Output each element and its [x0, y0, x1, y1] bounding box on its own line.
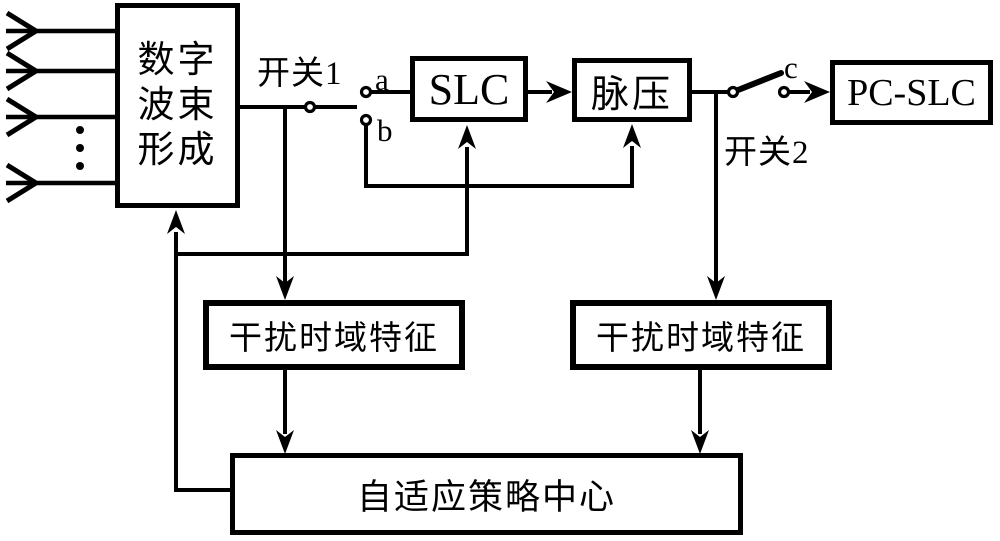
antenna-ellipsis-icon [76, 126, 84, 170]
arrow-into-center-left [276, 430, 294, 454]
feature-right-box: 干扰时域特征 [570, 300, 832, 370]
switch2-label: 开关2 [724, 135, 810, 171]
switch1-label: 开关1 [257, 56, 343, 92]
arrow-into-pcslc-head [804, 81, 830, 103]
beamforming-label: 数字 波束 形成 [138, 38, 218, 173]
slc-label: SLC [428, 64, 510, 114]
antenna-icon-1 [5, 10, 115, 52]
pulse-compression-box: 脉压 [572, 58, 692, 122]
switch2-contact-c-dot [777, 85, 791, 99]
antenna-icon-2 [5, 50, 115, 92]
wire-center-feedback-to-beamforming [174, 232, 230, 492]
switch2-blade [730, 70, 784, 95]
pc-slc-box: PC-SLC [830, 60, 993, 125]
feature-right-label: 干扰时域特征 [596, 321, 806, 357]
beamforming-label-line2: 波束 [137, 85, 218, 126]
arrow-into-beamforming-bottom [167, 210, 185, 234]
feature-left-box: 干扰时域特征 [203, 300, 465, 370]
switch1-contact-a-label: a [375, 62, 389, 97]
strategy-center-box: 自适应策略中心 [230, 453, 743, 535]
antenna-icon-3 [5, 96, 115, 138]
wire-contact-b-to-pulse [364, 120, 634, 188]
feature-left-label: 干扰时域特征 [229, 321, 439, 357]
antenna-icon-4 [5, 162, 115, 204]
slc-box: SLC [410, 56, 528, 122]
switch-contact-dots [303, 85, 791, 127]
wire-feedback-to-slc [176, 147, 469, 256]
switch1-contact-b-dot [359, 113, 373, 127]
arrow-into-feature-right-top [707, 276, 725, 300]
pulse-compression-label: 脉压 [590, 73, 673, 116]
strategy-center-label: 自适应策略中心 [356, 477, 616, 517]
switch2-contact-c-label: c [784, 50, 798, 85]
switch1-contact-b-label: b [377, 113, 393, 148]
arrow-slc-to-pulse-head [546, 81, 572, 103]
switch2-pole-dot [726, 85, 740, 99]
beamforming-label-line1: 数字 [137, 40, 218, 81]
antenna-array [5, 10, 115, 204]
arrow-into-pulse-bottom [623, 124, 641, 148]
switch1-pole-dot [303, 100, 317, 114]
pc-slc-label: PC-SLC [847, 71, 976, 114]
arrow-into-feature-left-top [276, 276, 294, 300]
arrowheads [167, 81, 830, 454]
arrow-into-center-right [691, 430, 709, 454]
switch1-contact-a-dot [359, 85, 373, 99]
wire-set [174, 70, 810, 492]
arrow-into-slc-bottom [458, 125, 476, 149]
beamforming-box: 数字 波束 形成 [115, 3, 240, 208]
beamforming-label-line3: 形成 [137, 130, 218, 171]
